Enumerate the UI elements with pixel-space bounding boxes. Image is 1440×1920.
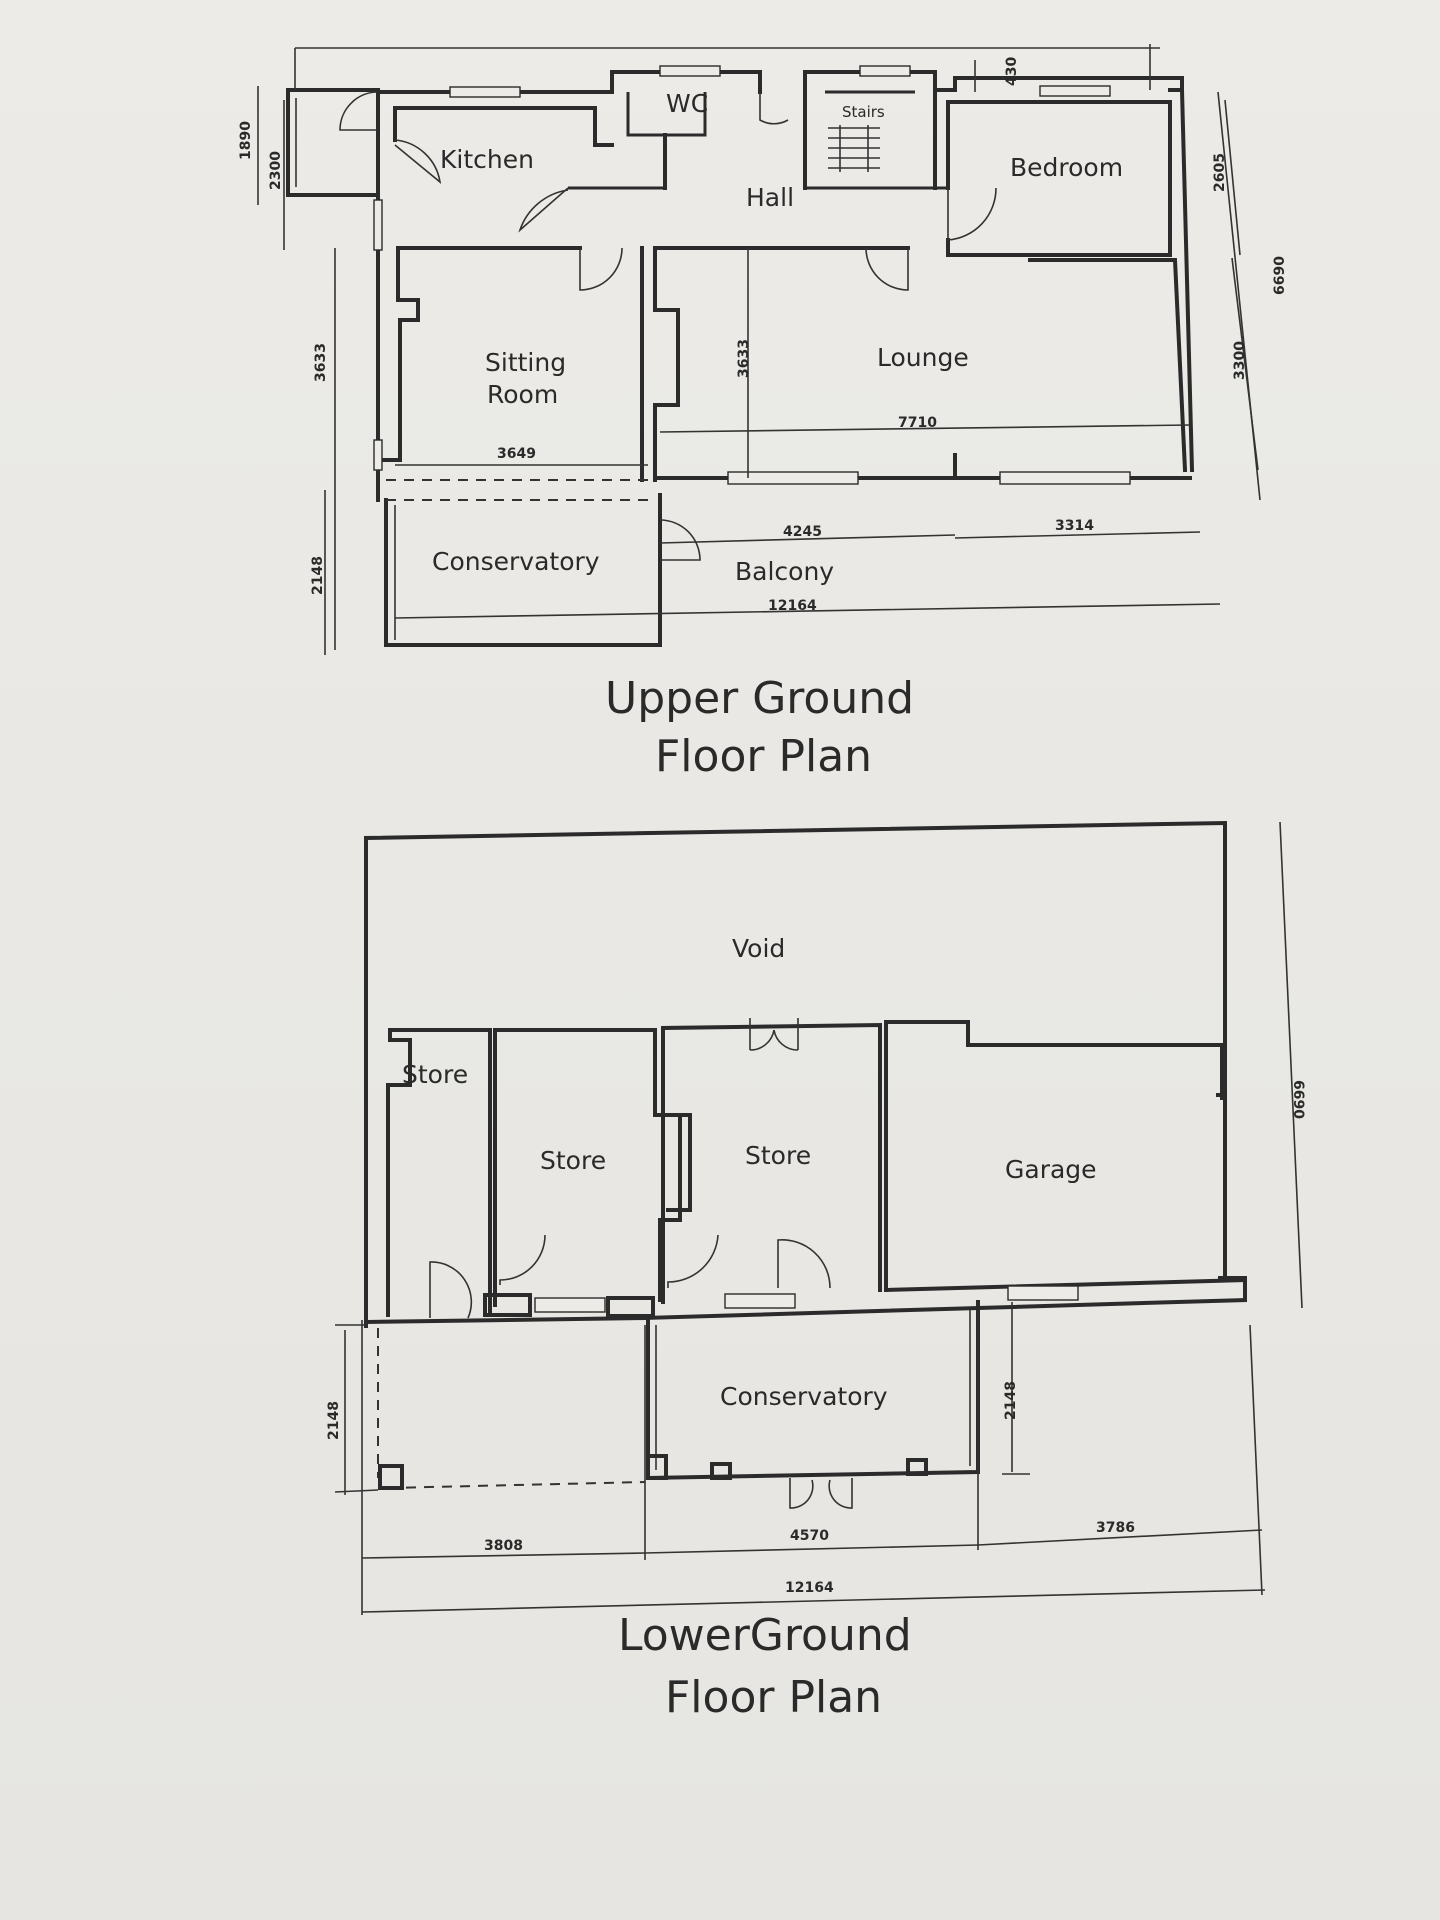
room-label-conservatory-lower: Conservatory — [720, 1382, 888, 1411]
lower-walls — [363, 820, 1248, 1490]
upper-windows — [373, 65, 1131, 485]
room-label-stairs: Stairs — [842, 103, 885, 121]
room-label-wc: WC — [666, 89, 708, 118]
lower-ground-plan: Void Store Store Store Garage Conservato… — [326, 820, 1306, 1723]
room-label-lounge: Lounge — [877, 343, 969, 372]
upper-plan-title-line2: Floor Plan — [655, 731, 872, 782]
room-label-hall: Hall — [746, 183, 794, 212]
upper-ground-plan: Kitchen WC Stairs Hall Bedroom Sitting R… — [238, 44, 1288, 782]
dim-2300: 2300 — [268, 151, 284, 190]
dim-2148-lower-left: 2148 — [326, 1401, 342, 1440]
room-label-void: Void — [732, 934, 785, 963]
dim-430: 430 — [1004, 57, 1020, 86]
stairs-treads — [828, 125, 880, 172]
room-label-store-right: Store — [745, 1141, 811, 1170]
upper-plan-title-line1: Upper Ground — [605, 673, 914, 724]
lower-windows — [534, 1285, 1079, 1313]
dim-12164-upper: 12164 — [768, 598, 817, 614]
upper-room-labels: Kitchen WC Stairs Hall Bedroom Sitting R… — [432, 89, 1123, 586]
lower-dimension-lines — [334, 821, 1303, 1615]
dim-1890: 1890 — [238, 121, 254, 160]
dim-3633-lounge: 3633 — [736, 339, 752, 378]
dim-3808: 3808 — [484, 1538, 523, 1554]
room-label-conservatory-upper: Conservatory — [432, 547, 600, 576]
upper-doors — [339, 91, 997, 561]
dim-3300: 3300 — [1232, 341, 1248, 380]
upper-dimension-lines — [257, 44, 1261, 655]
lower-doors — [429, 1018, 853, 1509]
dim-2148-upper: 2148 — [310, 556, 326, 595]
dim-3314: 3314 — [1055, 518, 1094, 534]
lower-plan-title-line2: Floor Plan — [665, 1672, 882, 1723]
dim-4245: 4245 — [783, 524, 822, 540]
dim-7710: 7710 — [898, 415, 937, 431]
room-label-store-mid: Store — [540, 1146, 606, 1175]
room-label-store-small: Store — [402, 1060, 468, 1089]
lower-plan-title-line1: LowerGround — [618, 1610, 912, 1661]
lower-room-labels: Void Store Store Store Garage Conservato… — [402, 934, 1097, 1411]
dim-4570: 4570 — [790, 1528, 829, 1544]
room-label-bedroom: Bedroom — [1010, 153, 1123, 182]
room-label-room: Room — [487, 380, 558, 409]
dim-12164-lower: 12164 — [785, 1580, 834, 1596]
room-label-garage: Garage — [1005, 1155, 1097, 1184]
room-label-kitchen: Kitchen — [440, 145, 534, 174]
dim-3786: 3786 — [1096, 1520, 1135, 1536]
dim-6690-upper: 6690 — [1272, 256, 1288, 295]
dim-3633-left: 3633 — [313, 343, 329, 382]
dim-2605: 2605 — [1212, 153, 1228, 192]
room-label-balcony: Balcony — [735, 557, 834, 586]
upper-dimension-labels: 1890 2300 3633 3633 2148 3649 7710 4245 … — [238, 57, 1288, 614]
dim-3649: 3649 — [497, 446, 536, 462]
room-label-sitting: Sitting — [485, 348, 566, 377]
dim-2148-lower-right: 2148 — [1003, 1381, 1019, 1420]
dim-6690-lower: 6690 — [1290, 1080, 1306, 1119]
lower-dimension-labels: 6690 2148 2148 3808 4570 3786 12164 — [326, 1080, 1306, 1596]
